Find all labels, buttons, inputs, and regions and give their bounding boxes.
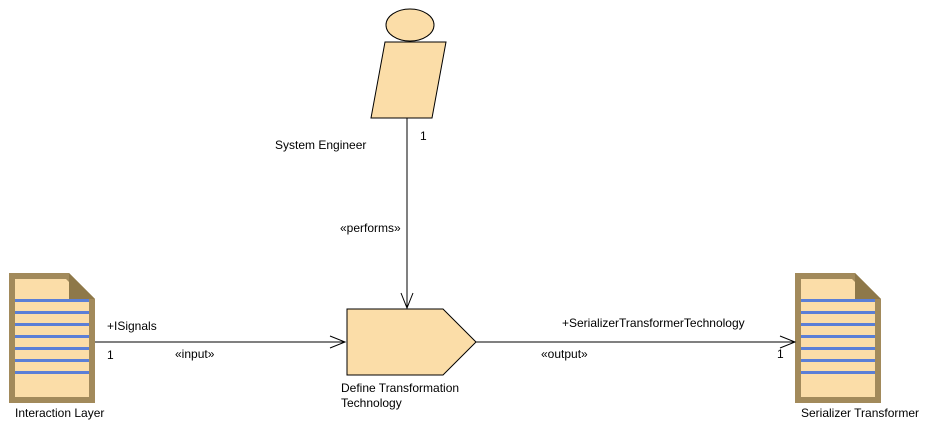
output-role-label: +SerializerTransformerTechnology (562, 316, 745, 330)
system-engineer-label: System Engineer (275, 138, 366, 152)
performs-stereotype: «performs» (340, 221, 401, 235)
role-body-icon (370, 41, 447, 119)
output-connector[interactable] (476, 335, 797, 349)
input-arrowhead (329, 335, 347, 349)
interaction-layer-document-icon[interactable] (9, 273, 95, 403)
role-head-icon (385, 8, 435, 42)
serializer-transformer-document-icon[interactable] (795, 273, 881, 403)
performs-connector[interactable] (400, 118, 414, 310)
system-engineer-role[interactable] (370, 8, 447, 119)
output-multiplicity: 1 (777, 347, 784, 361)
task-shape[interactable] (346, 308, 477, 376)
output-arrowhead (779, 335, 797, 349)
serializer-transformer-label: Serializer Transformer (801, 406, 919, 420)
performs-multiplicity: 1 (420, 129, 427, 143)
interaction-layer-label: Interaction Layer (15, 406, 104, 420)
performs-arrowhead (400, 292, 414, 310)
task-label-line-1: Define Transformation (341, 381, 459, 395)
input-role-label: +ISignals (107, 319, 157, 333)
input-multiplicity: 1 (107, 348, 114, 362)
input-connector[interactable] (95, 335, 347, 349)
task-label-line-2: Technology (341, 396, 402, 410)
output-stereotype: «output» (541, 347, 588, 361)
input-stereotype: «input» (175, 347, 215, 361)
